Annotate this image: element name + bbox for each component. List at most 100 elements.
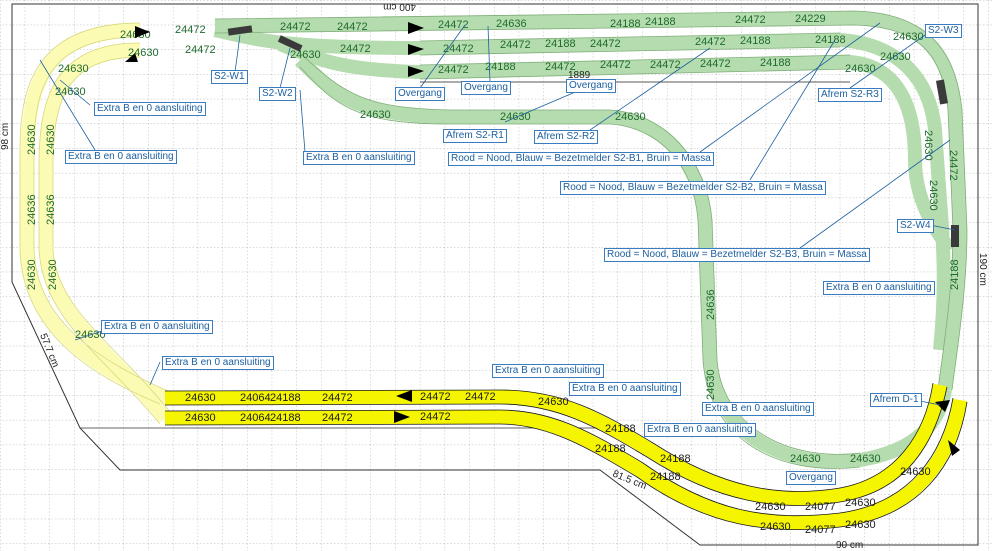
track-code: 24630 [47, 259, 59, 290]
label-rood-b3[interactable]: Rood = Nood, Blauw = Bezetmelder S2-B3, … [604, 248, 870, 262]
track-code: 24472 [340, 43, 371, 55]
track-code: 24472 [947, 150, 959, 181]
label-overgang-4[interactable]: Overgang [786, 471, 836, 485]
track-code: 24630 [755, 501, 786, 513]
track-code: 24630 [790, 453, 821, 465]
track-code: 24630 [900, 466, 931, 478]
label-overgang-2[interactable]: Overgang [461, 81, 511, 95]
label-rood-b1[interactable]: Rood = Nood, Blauw = Bezetmelder S2-B1, … [448, 152, 714, 166]
track-code: 24630 [893, 31, 924, 43]
track-code: 24472 [322, 412, 353, 424]
label-overgang-3[interactable]: Overgang [566, 79, 616, 93]
label-extra-2[interactable]: Extra B en 0 aansluiting [65, 150, 177, 164]
track-code: 24188 [595, 443, 626, 455]
track-code: 24472 [700, 58, 731, 70]
track-code: 24630 [26, 124, 38, 155]
pale-yellow-loop [20, 23, 171, 423]
track-code: 24472 [175, 24, 206, 36]
track-code: 24630 [845, 519, 876, 531]
track-code: 24636 [705, 289, 717, 320]
label-extra-10[interactable]: Extra B en 0 aansluiting [644, 423, 756, 437]
track-code: 24472 [735, 14, 766, 26]
track-code: 24472 [695, 36, 726, 48]
track-code: 24472 [438, 19, 469, 31]
label-s2-w1[interactable]: S2-W1 [211, 70, 248, 84]
label-extra-4[interactable]: Extra B en 0 aansluiting [823, 281, 935, 295]
label-extra-9[interactable]: Extra B en 0 aansluiting [702, 402, 814, 416]
track-code: 24630 [760, 521, 791, 533]
arrow-icon [948, 440, 960, 456]
track-code: 24630 [845, 497, 876, 509]
dim-left: 98 cm [0, 123, 11, 150]
track-code: 24630 [880, 51, 911, 63]
yellow-track-numbers: 24630 24064 24188 24472 24472 24472 2463… [185, 391, 931, 536]
track-code: 24188 [645, 16, 676, 28]
track-code: 24188 [270, 412, 301, 424]
label-extra-7[interactable]: Extra B en 0 aansluiting [492, 364, 604, 378]
label-extra-1[interactable]: Extra B en 0 aansluiting [94, 102, 206, 116]
label-extra-8[interactable]: Extra B en 0 aansluiting [569, 382, 681, 396]
track-code: 24472 [420, 411, 451, 423]
track-code: 24630 [845, 63, 876, 75]
track-code: 24630 [26, 259, 38, 290]
arrow-icon [408, 44, 424, 55]
turnout-marker [935, 79, 949, 105]
turnout-marker [951, 225, 959, 247]
track-code: 24188 [660, 453, 691, 465]
track-code: 24472 [438, 64, 469, 76]
track-numbers: 24472 24472 24472 24472 24472 24636 2418… [26, 13, 961, 465]
switch-markers [227, 25, 959, 247]
track-code: 24630 [927, 180, 939, 211]
label-afrem-s2-r1[interactable]: Afrem S2-R1 [443, 129, 507, 143]
track-code: 24188 [949, 259, 961, 290]
dim-bottom: 90 cm [836, 540, 863, 551]
track-code: 24188 [760, 57, 791, 69]
turnout-marker [227, 25, 253, 36]
track-code: 24472 [337, 21, 368, 33]
track-code: 24472 [650, 59, 681, 71]
label-s2-w2[interactable]: S2-W2 [259, 87, 296, 101]
baseboard-outline [11, 3, 979, 546]
label-rood-b2[interactable]: Rood = Nood, Blauw = Bezetmelder S2-B2, … [560, 181, 826, 195]
track-code: 24630 [185, 412, 216, 424]
track-code: 24630 [850, 453, 881, 465]
label-s2-w3[interactable]: S2-W3 [925, 24, 962, 38]
label-extra-5[interactable]: Extra B en 0 aansluiting [101, 320, 213, 334]
dim-measure: 1889 [568, 70, 591, 81]
track-code: 24472 [443, 43, 474, 55]
track-code: 24472 [600, 59, 631, 71]
track-code: 24188 [650, 471, 681, 483]
track-code: 24630 [290, 49, 321, 61]
track-code: 24077 [805, 524, 836, 536]
label-afrem-s2-r2[interactable]: Afrem S2-R2 [534, 130, 598, 144]
track-code: 24472 [465, 391, 496, 403]
arrow-icon [408, 22, 424, 34]
track-code: 24472 [500, 39, 531, 51]
label-s2-w4[interactable]: S2-W4 [897, 219, 934, 233]
track-code: 24636 [496, 18, 527, 30]
direction-arrows [125, 22, 960, 456]
arrow-icon [935, 400, 950, 412]
label-overgang-1[interactable]: Overgang [395, 87, 445, 101]
label-extra-6[interactable]: Extra B en 0 aansluiting [162, 356, 274, 370]
track-code: 24064 [240, 392, 271, 404]
dim-top: 400 cm [383, 1, 416, 12]
track-code: 24630 [538, 396, 569, 408]
track-code: 24472 [420, 391, 451, 403]
track-code: 24472 [545, 61, 576, 73]
track-code: 24188 [270, 392, 301, 404]
track-code: 24472 [185, 44, 216, 56]
label-afrem-s2-r3[interactable]: Afrem S2-R3 [818, 88, 882, 102]
label-afrem-d1[interactable]: Afrem D-1 [870, 393, 922, 407]
track-code: 24630 [185, 392, 216, 404]
turnout-marker [277, 35, 303, 52]
track-code: 24188 [740, 35, 771, 47]
track-code: 24472 [590, 38, 621, 50]
arrow-icon [394, 411, 410, 423]
track-code: 24630 [58, 63, 89, 75]
yellow-tracks [164, 383, 967, 530]
label-extra-3[interactable]: Extra B en 0 aansluiting [303, 151, 415, 165]
track-code: 24472 [280, 21, 311, 33]
track-code: 24077 [805, 501, 836, 513]
track-code: 24630 [360, 109, 391, 121]
